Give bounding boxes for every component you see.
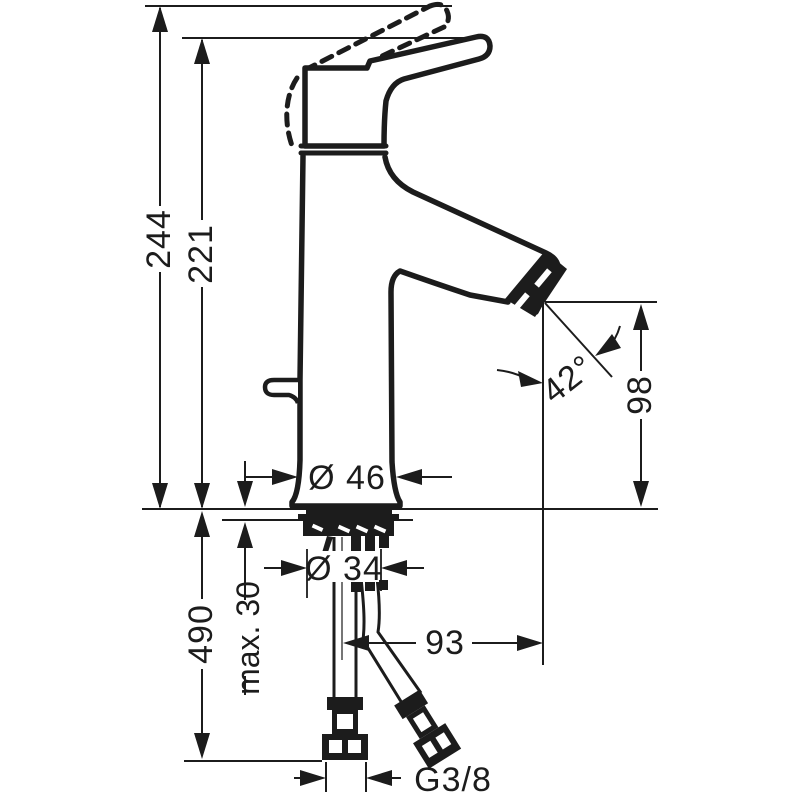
dimension-spout-outlet-height: 98 <box>545 301 659 507</box>
faucet-lever <box>302 33 493 149</box>
shank-outline <box>306 549 382 598</box>
dimension-overall-height: 244 <box>140 6 178 509</box>
mounting-stud <box>365 536 375 551</box>
reference-lines <box>142 5 658 762</box>
dim-label-93: 93 <box>425 624 465 662</box>
aerator-slot <box>512 292 530 312</box>
hose-connector-straight <box>322 697 368 760</box>
dim-label-d46: Ø 46 <box>308 459 386 497</box>
dim-label-98: 98 <box>621 375 659 415</box>
faucet-column-base <box>289 153 511 509</box>
dim-label-42deg: 42° <box>535 348 601 411</box>
dimension-max-deck-thickness: max. 30 <box>230 461 266 695</box>
lever-raised-dashed <box>284 1 451 154</box>
dim-label-244: 244 <box>140 209 178 269</box>
dimension-base-diameter: Ø 46 <box>246 459 452 497</box>
dimension-spout-angle: 42° <box>496 302 621 665</box>
hose-connector-angled <box>394 689 462 769</box>
supply-hoses <box>322 537 462 769</box>
dim-label-490: 490 <box>182 604 220 664</box>
dim-label-221: 221 <box>182 224 220 284</box>
faucet-body <box>262 33 567 509</box>
mounting-stud <box>379 536 389 548</box>
dim-label-d34: Ø 34 <box>305 550 383 588</box>
dim-label-max30: max. 30 <box>230 581 266 695</box>
aerator-slot <box>534 268 552 288</box>
hose-angled <box>375 577 423 694</box>
dimension-shank-diameter: Ø 34 <box>264 550 424 588</box>
dim-label-g38: G3/8 <box>414 761 492 799</box>
faucet-joint-ring <box>298 143 389 156</box>
dimension-lever-height: 221 <box>182 38 220 509</box>
angle-leg-line <box>544 302 613 378</box>
popup-rod-knob <box>262 377 301 404</box>
dimension-thread-size: G3/8 <box>294 761 492 799</box>
dimension-hose-length: 490 <box>182 511 220 759</box>
dimension-spout-reach: 93 <box>343 624 543 662</box>
